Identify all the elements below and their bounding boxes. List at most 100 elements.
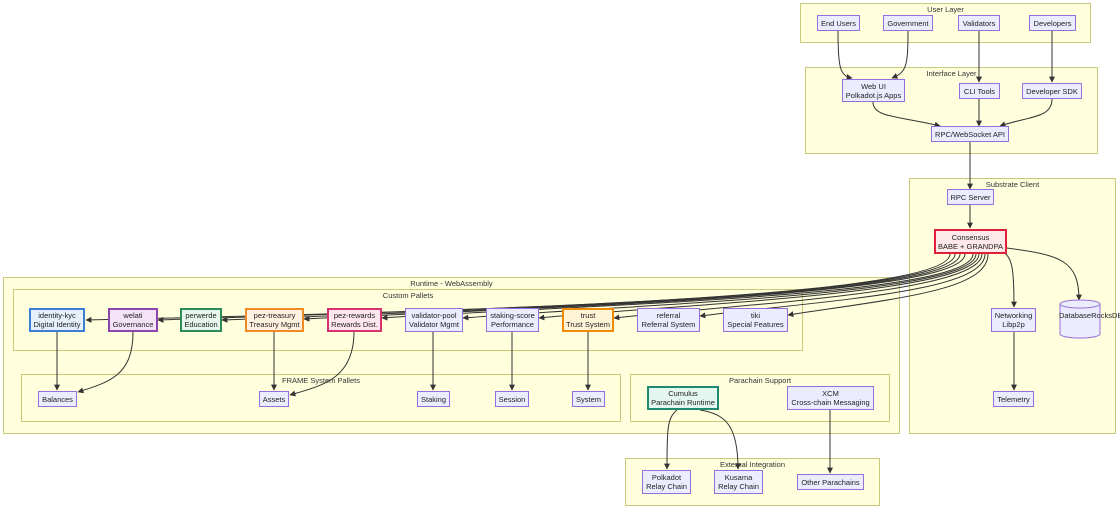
node-label-line: pez-rewards — [333, 311, 376, 320]
node-label-line: Database — [1059, 311, 1092, 320]
edge-consensus-validatorpool — [462, 253, 977, 321]
node-rpc-websocket-api[interactable]: RPC/WebSocket API — [931, 126, 1009, 142]
node-database[interactable] — [1059, 298, 1101, 340]
node-label-line: Developer SDK — [1026, 86, 1078, 96]
node-label-line: trust — [580, 311, 596, 320]
node-label-line: CLI Tools — [963, 86, 996, 96]
edge-consensus-pezrewards — [381, 253, 974, 321]
node-label-line: BABE + GRANDPA — [937, 241, 1004, 251]
node-label-line: Treasury Mgmt — [249, 320, 300, 329]
node-developers[interactable]: Developers — [1029, 15, 1076, 31]
node-telemetry[interactable]: Telemetry — [993, 391, 1034, 407]
node-label-line: Relay Chain — [646, 482, 687, 491]
edge-welati-balances — [77, 331, 134, 394]
node-label-line: Polkadot — [651, 473, 682, 482]
node-rpc-server[interactable]: RPC Server — [947, 189, 994, 205]
node-label-line: Rewards Dist. — [331, 320, 378, 329]
node-label-line: System — [575, 394, 601, 404]
node-label-line: End Users — [820, 18, 856, 28]
node-label-line: Kusama — [724, 473, 753, 482]
node-developer-sdk[interactable]: Developer SDK — [1022, 83, 1082, 99]
node-label-line: staking-score — [490, 311, 535, 320]
node-label-line: identity-kyc — [38, 311, 76, 320]
node-label-line: RPC/WebSocket API — [935, 129, 1005, 139]
node-label-line: Cross-chain Messaging — [791, 398, 870, 407]
node-label-line: Web UI — [861, 81, 886, 91]
node-label-line: Government — [887, 18, 929, 28]
edge-consensus-networking — [1004, 252, 1017, 308]
node-label-line: Validators — [962, 18, 996, 28]
edge-webui-rpcapi — [872, 101, 941, 128]
node-label-line: Parachain Runtime — [651, 398, 715, 407]
node-label-line: Digital Identity — [33, 320, 81, 329]
node-label-line: Assets — [262, 394, 286, 404]
cluster-frame-pallets: FRAME System Pallets — [21, 374, 621, 422]
edge-endusers-webui — [837, 30, 853, 81]
node-label-line: Trust System — [566, 320, 610, 329]
edge-cumulus-polkadot — [664, 409, 678, 470]
node-label-line: validator-pool — [411, 311, 457, 320]
node-label-line: tiki — [750, 311, 761, 320]
node-label-line: Staking — [420, 394, 447, 404]
node-label-line: referral — [656, 311, 681, 320]
node-cli-tools[interactable]: CLI Tools — [959, 83, 1000, 99]
node-session[interactable]: Session — [495, 391, 529, 407]
cluster-title: Substrate Client — [985, 180, 1040, 189]
node-end-users[interactable]: End Users — [817, 15, 860, 31]
cluster-title: External Integration — [719, 460, 786, 469]
node-system[interactable]: System — [572, 391, 605, 407]
node-government[interactable]: Government — [883, 15, 933, 31]
node-label-line: Other Parachains — [801, 477, 860, 487]
node-label-line: Cumulus — [668, 389, 698, 398]
edge-consensus-database — [1006, 247, 1082, 301]
node-label-line: Validator Mgmt — [409, 320, 459, 329]
node-label-line: Libp2p — [1002, 320, 1025, 329]
cluster-title: Interface Layer — [926, 69, 977, 78]
node-label-line: Networking — [994, 311, 1033, 320]
node-assets[interactable]: Assets — [259, 391, 289, 407]
node-label-line: Session — [498, 394, 526, 404]
node-label-line: Referral System — [641, 320, 696, 329]
node-label-line: perwerde — [185, 311, 217, 320]
node-database-label: DatabaseRocksDB — [1059, 311, 1120, 320]
edge-pezrewards-assets — [289, 331, 355, 397]
edge-consensus-tiki — [787, 253, 989, 318]
node-label-line: RPC Server — [950, 192, 991, 202]
node-label-line: XCM — [822, 389, 839, 398]
edge-sdk-rpcapi — [999, 98, 1053, 128]
edge-cumulus-kusama — [699, 409, 741, 470]
node-label-line: Performance — [491, 320, 534, 329]
node-validators[interactable]: Validators — [958, 15, 1000, 31]
node-label-line: Consensus — [951, 232, 990, 242]
node-label-line: Governance — [112, 320, 154, 329]
cluster-title: User Layer — [927, 5, 964, 14]
cluster-title: FRAME System Pallets — [282, 376, 360, 385]
cluster-title: Runtime - WebAssembly — [410, 279, 493, 288]
edge-government-webui — [891, 30, 909, 79]
cluster-title: Custom Pallets — [382, 291, 434, 300]
node-label-line: Relay Chain — [718, 482, 759, 491]
node-label-line: Developers — [1033, 18, 1072, 28]
node-other-parachains[interactable]: Other Parachains — [797, 474, 864, 490]
node-staking[interactable]: Staking — [417, 391, 450, 407]
node-balances[interactable]: Balances — [38, 391, 77, 407]
